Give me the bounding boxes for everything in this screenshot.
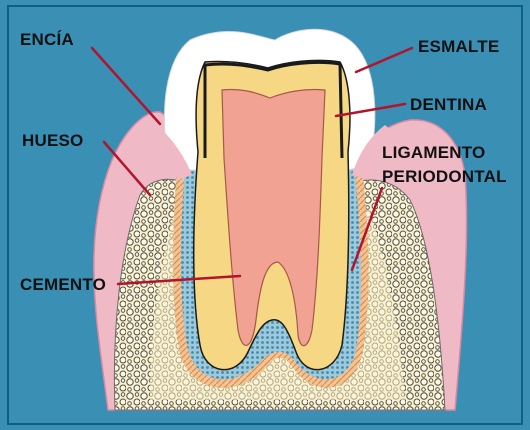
label-periodontal: PERIODONTAL xyxy=(382,167,507,186)
label-hueso: HUESO xyxy=(22,131,83,150)
label-cemento: CEMENTO xyxy=(20,275,106,294)
label-ligamento: LIGAMENTO xyxy=(382,143,486,162)
label-dentina: DENTINA xyxy=(410,95,487,114)
label-encia: ENCÍA xyxy=(20,30,74,49)
label-esmalte: ESMALTE xyxy=(418,37,499,56)
